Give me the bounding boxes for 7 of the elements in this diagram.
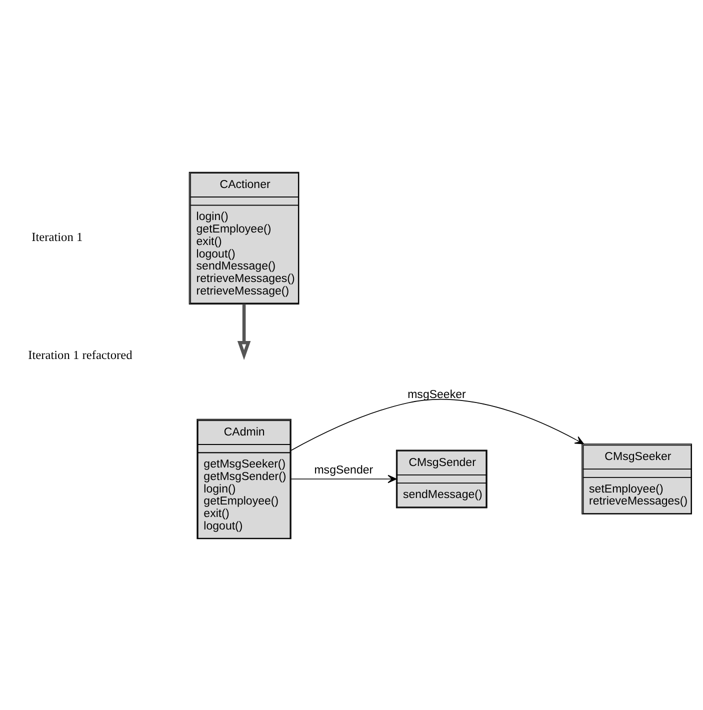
edge-label: msgSeeker <box>408 388 466 401</box>
edge-label: msgSender <box>314 464 374 476</box>
label: Iteration 1 refactored <box>28 347 132 362</box>
arrow <box>237 304 251 360</box>
arrow <box>290 398 584 450</box>
arrow <box>290 474 397 483</box>
label: Iteration 1 <box>32 230 83 244</box>
